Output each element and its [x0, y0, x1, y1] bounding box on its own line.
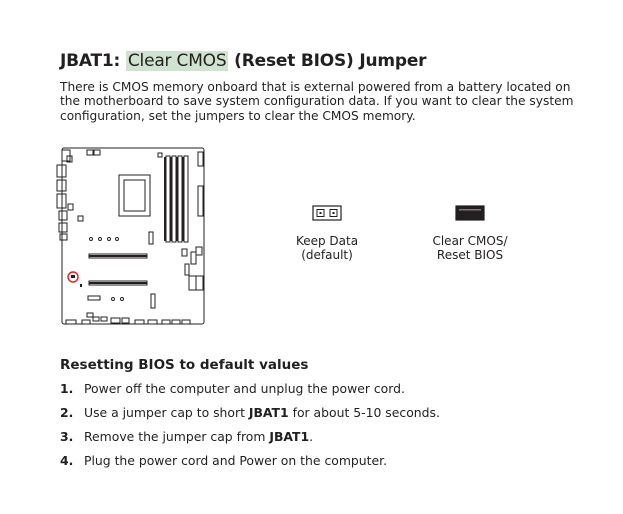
step-number: 1.	[60, 381, 74, 396]
clear-cmos-caption: Clear CMOS/ Reset BIOS	[420, 234, 520, 262]
step-number: 4.	[60, 453, 74, 468]
step-text: Power off the computer and unplug the po…	[84, 381, 405, 396]
title-suffix: (Reset BIOS) Jumper	[228, 51, 427, 71]
step-text: Use a jumper cap to short	[84, 405, 249, 420]
step-text: Remove the jumper cap from	[84, 429, 270, 444]
title-prefix: JBAT1:	[60, 51, 126, 71]
page-title: JBAT1: Clear CMOS (Reset BIOS) Jumper	[60, 51, 427, 71]
intro-line: the motherboard to save system configura…	[60, 94, 574, 109]
step-item: 4. Plug the power cord and Power on the c…	[60, 453, 387, 468]
keep-data-jumper-icon	[312, 205, 342, 221]
keep-data-line: (default)	[301, 248, 353, 262]
section-title: Resetting BIOS to default values	[60, 357, 309, 373]
step-text-end: for about 5-10 seconds.	[288, 405, 440, 420]
clear-cmos-jumper-icon	[455, 205, 485, 221]
motherboard-diagram	[56, 147, 205, 325]
step-item: 3. Remove the jumper cap from JBAT1.	[60, 429, 313, 444]
keep-data-line: Keep Data	[295, 234, 359, 248]
intro-line: configuration, set the jumpers to clear …	[60, 108, 416, 123]
step-text: Plug the power cord and Power on the com…	[84, 453, 388, 468]
step-text-end: .	[309, 429, 314, 444]
intro-paragraph: There is CMOS memory onboard that is ext…	[60, 80, 580, 123]
step-bold: JBAT1	[248, 405, 289, 420]
step-number: 3.	[60, 429, 74, 444]
title-highlight: Clear CMOS	[125, 51, 229, 71]
step-number: 2.	[60, 405, 74, 420]
keep-data-caption: Keep Data (default)	[287, 234, 367, 262]
clear-cmos-line: Reset BIOS	[436, 248, 504, 262]
clear-cmos-line: Clear CMOS/	[432, 234, 508, 248]
step-item: 2. Use a jumper cap to short JBAT1 for ab…	[60, 405, 440, 420]
step-item: 1. Power off the computer and unplug the …	[60, 381, 405, 396]
intro-line: There is CMOS memory onboard that is ext…	[60, 80, 571, 94]
step-bold: JBAT1	[269, 429, 310, 444]
